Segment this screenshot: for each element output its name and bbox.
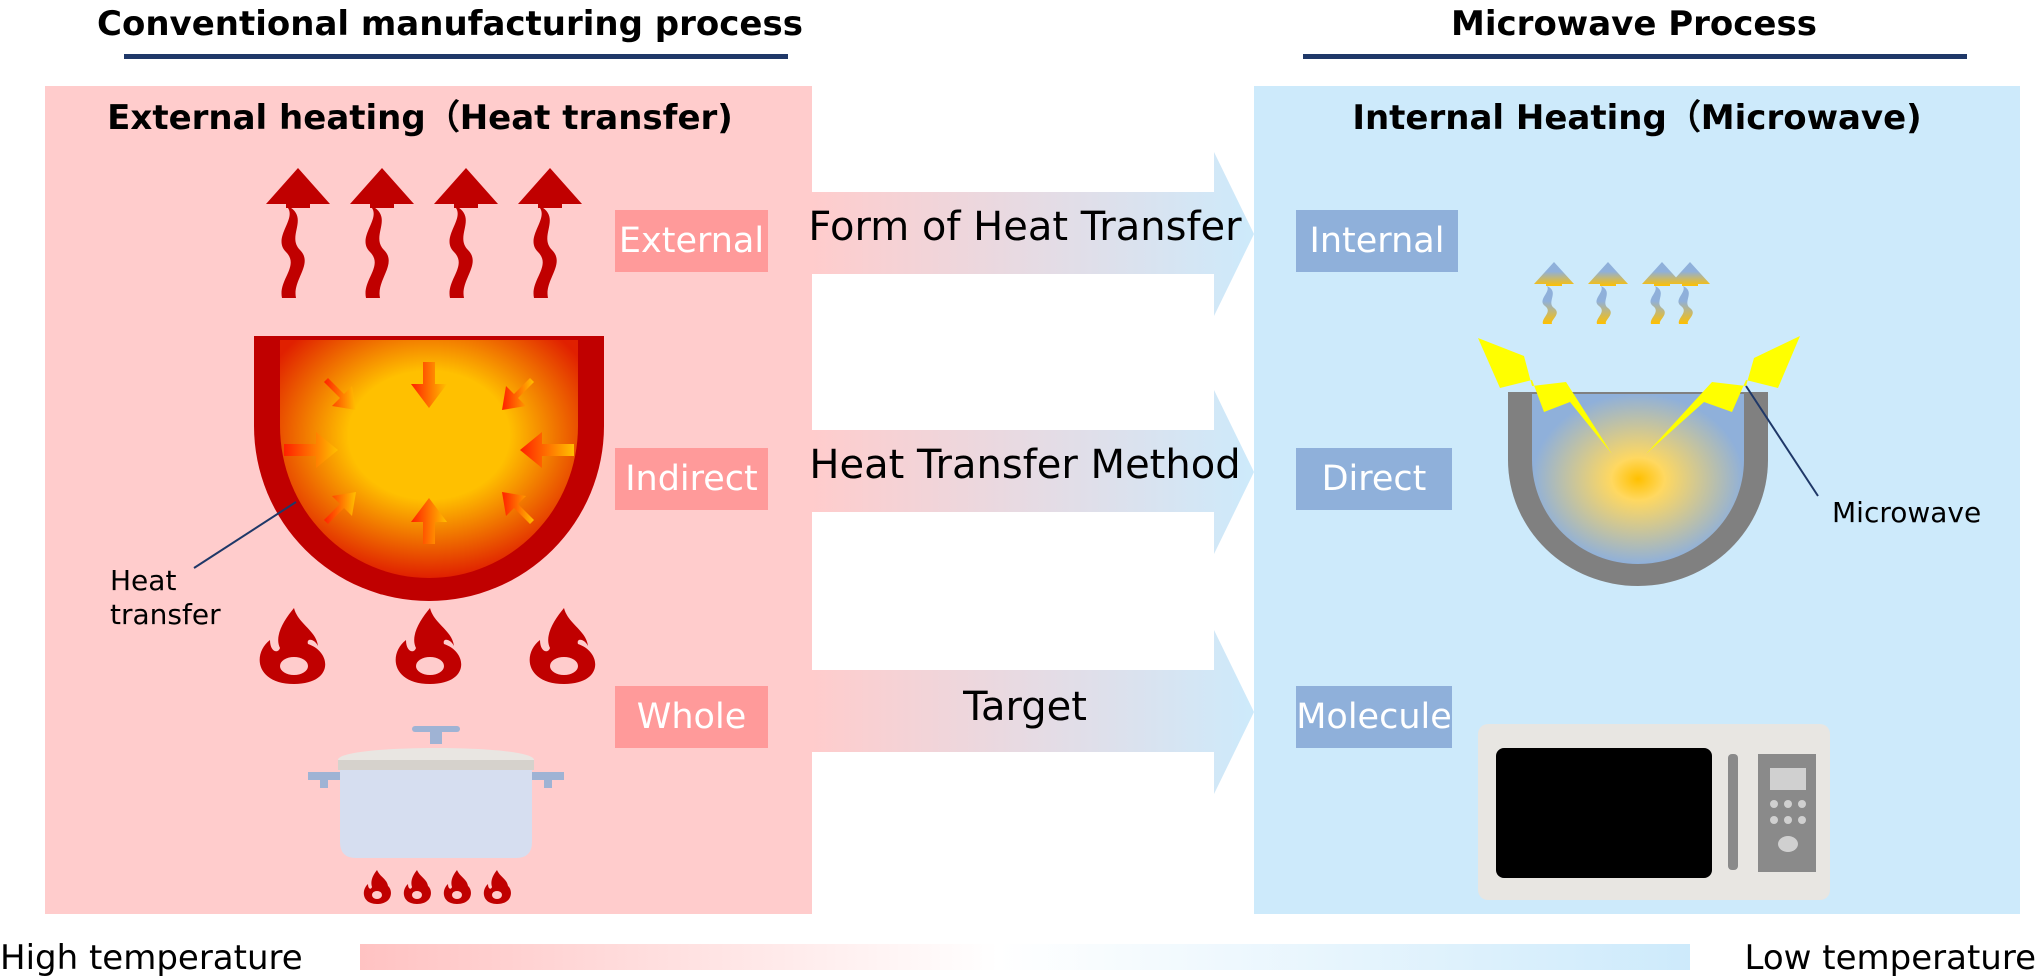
tag-indirect: Indirect [615,448,768,510]
small-flames-icon [363,870,511,904]
pot-icon [308,726,564,858]
tag-internal: Internal [1296,210,1458,272]
right-header: Microwave Process [1451,4,1817,44]
temperature-gradient-bar [360,944,1690,970]
left-header: Conventional manufacturing process [97,4,803,44]
tag-whole: Whole [615,686,768,748]
tag-external: External [615,210,768,272]
microwave-vessel [1508,392,1768,586]
heat-transfer-callout-line2: transfer [110,598,221,631]
heat-transfer-leader-line [193,501,297,569]
arrow-form-of-heat-transfer [812,152,1254,316]
heat-wave-arrow-icon [266,168,582,298]
scale-low-label: Low temperature [1744,938,2036,978]
right-header-rule [1303,54,1967,59]
arrow-label-target: Target [963,684,1087,730]
tag-direct: Direct [1296,448,1452,510]
microwave-leader-line [1745,385,1819,497]
arrow-label-form: Form of Heat Transfer [808,204,1242,250]
right-panel-title: Internal Heating（Microwave) [1352,98,1922,138]
left-header-rule [124,54,788,59]
arrow-heat-transfer-method [812,390,1254,554]
arrow-target [812,630,1254,794]
scale-high-label: High temperature [0,938,303,978]
heat-transfer-callout-line1: Heat [110,564,177,597]
arrow-label-method: Heat Transfer Method [809,442,1241,488]
microwave-oven-icon [1478,724,1830,900]
flame-icon [259,608,596,684]
lightning-icon [1478,336,1800,454]
small-heat-wave-arrow-icon [1534,262,1710,324]
heated-vessel [254,336,604,601]
tag-molecule: Molecule [1296,686,1452,748]
microwave-callout: Microwave [1832,496,1982,529]
left-panel-title: External heating（Heat transfer) [107,98,733,138]
